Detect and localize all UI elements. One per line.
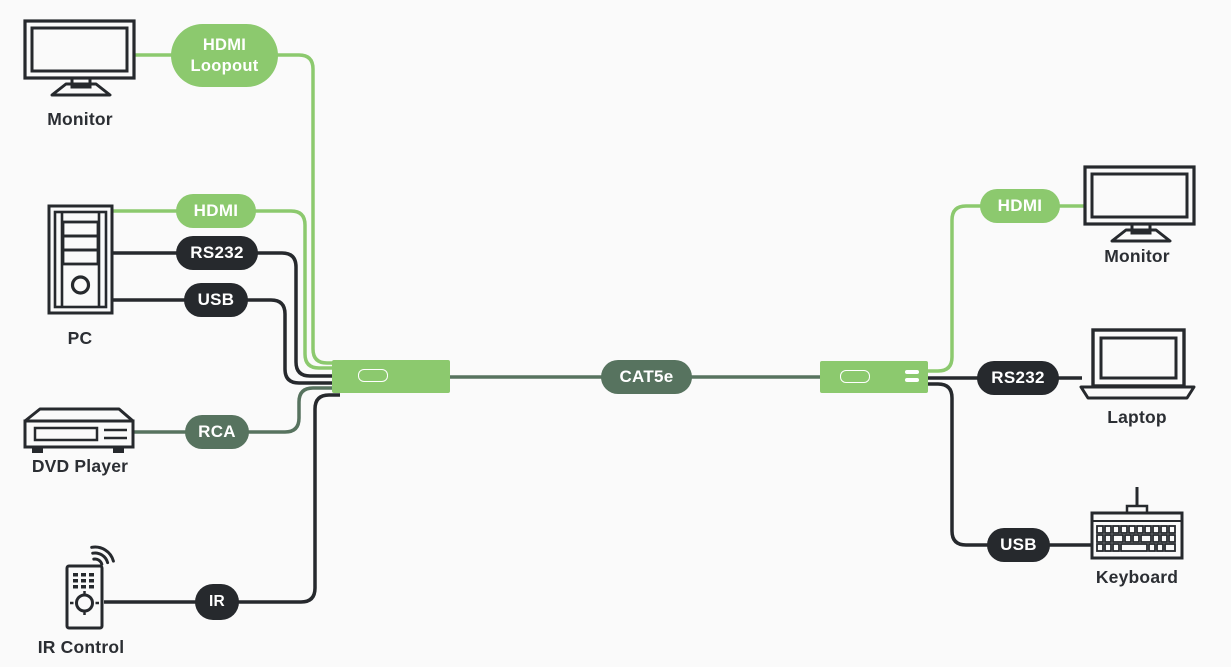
ir-remote-icon bbox=[65, 545, 115, 630]
monitor-label: Monitor bbox=[1104, 246, 1170, 266]
keyboard-label: Keyboard bbox=[1095, 567, 1179, 587]
rca-wire bbox=[133, 386, 340, 434]
laptop-icon bbox=[1079, 328, 1196, 400]
usb-left-wire bbox=[112, 298, 340, 385]
cat5e-badge: CAT5e bbox=[601, 360, 692, 394]
transmitter-unit bbox=[332, 360, 450, 393]
monitor-icon bbox=[23, 19, 136, 97]
ir-wire bbox=[104, 393, 340, 604]
hdmi-badge: HDMI bbox=[980, 189, 1060, 223]
dvd-player-label: DVD Player bbox=[31, 456, 129, 476]
monitor-label: Monitor bbox=[47, 109, 113, 129]
equals-indicator-icon bbox=[905, 370, 919, 382]
rs232-badge: RS232 bbox=[176, 236, 258, 270]
pc-icon bbox=[47, 204, 114, 315]
pc-label: PC bbox=[67, 328, 93, 348]
usb-badge: USB bbox=[987, 528, 1050, 562]
laptop-label: Laptop bbox=[1107, 407, 1167, 427]
ir-badge: IR bbox=[195, 584, 239, 620]
rs232-badge: RS232 bbox=[977, 361, 1059, 395]
usb-right-wire bbox=[928, 382, 1092, 547]
usb-badge: USB bbox=[184, 283, 248, 317]
monitor-icon bbox=[1083, 165, 1196, 243]
hdmi-loopout-badge: HDMI Loopout bbox=[171, 24, 278, 87]
dvd-player-icon bbox=[23, 407, 135, 453]
keyboard-icon bbox=[1090, 487, 1184, 560]
rca-badge: RCA bbox=[185, 415, 249, 449]
ir-waves-icon bbox=[90, 545, 115, 566]
receiver-unit bbox=[820, 361, 928, 393]
hdmi-badge: HDMI bbox=[176, 194, 256, 228]
port-outline-icon bbox=[358, 369, 388, 382]
hdmi-left-wire bbox=[112, 209, 340, 370]
port-outline-icon bbox=[840, 370, 870, 383]
hdmi-right-wire bbox=[928, 204, 1085, 373]
hdmi-loopout-wire bbox=[135, 53, 340, 365]
ir-control-label: IR Control bbox=[37, 637, 125, 657]
rs232-left-wire bbox=[112, 251, 340, 378]
